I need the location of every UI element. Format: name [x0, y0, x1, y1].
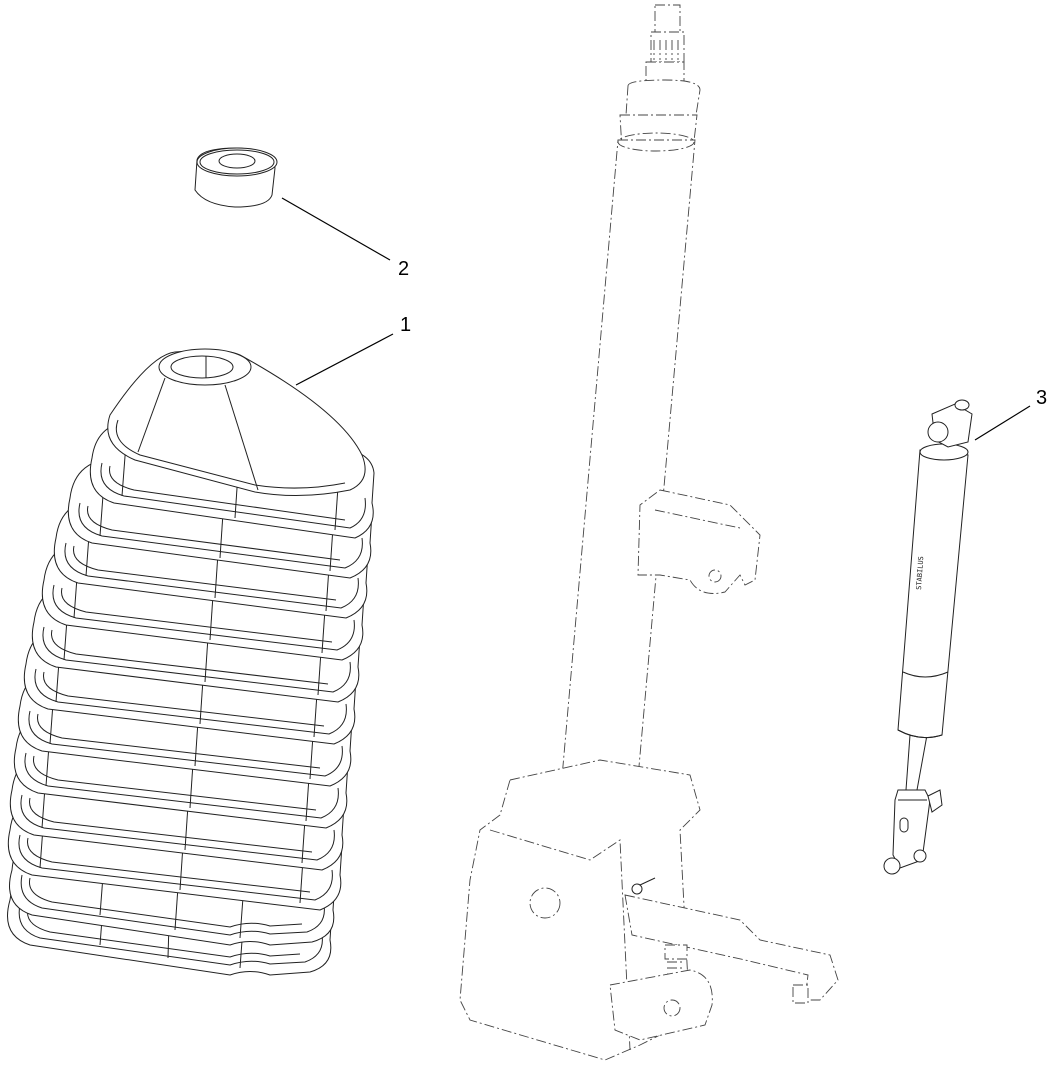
leader-line-3 — [974, 405, 1031, 441]
part-3-gas-spring: STABILUS — [883, 399, 973, 875]
leader-line-2 — [281, 197, 391, 261]
leader-line-1 — [295, 333, 394, 386]
part-2-bushing — [194, 147, 278, 208]
callout-1: 1 — [400, 314, 412, 336]
part-1-bellows-boot — [7, 348, 375, 976]
callout-3: 3 — [1036, 387, 1048, 409]
steering-column-reference — [459, 4, 839, 1061]
callout-2: 2 — [398, 258, 410, 280]
stabilus-marking: STABILUS — [915, 556, 925, 590]
